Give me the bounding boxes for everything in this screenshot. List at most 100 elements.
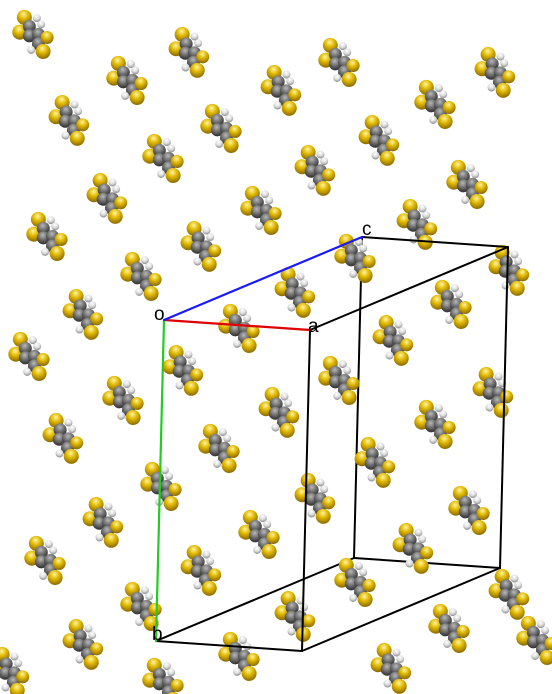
hydrogen-atom <box>418 204 427 213</box>
hydrogen-atom <box>307 509 316 518</box>
carbon-atom <box>369 125 383 139</box>
hydrogen-atom <box>99 209 108 218</box>
hydrogen-atom <box>414 528 423 537</box>
hydrogen-atom <box>280 392 289 401</box>
molecule <box>294 472 336 524</box>
cell-edge <box>353 236 363 559</box>
hydrogen-atom <box>392 648 401 657</box>
carbon-atom <box>210 113 224 127</box>
carbon-atom <box>92 516 106 530</box>
molecule <box>140 461 182 511</box>
carbon-atom <box>96 192 110 206</box>
hydrogen-atom <box>434 404 443 413</box>
hydrogen-atom <box>127 386 136 395</box>
sulfur-atom <box>189 62 205 78</box>
sulfur-atom <box>346 376 360 390</box>
sulfur-atom <box>241 337 257 353</box>
hydrogen-atom <box>64 418 73 427</box>
sulfur-atom <box>495 82 511 98</box>
carbon-atom <box>152 667 166 681</box>
hydrogen-atom <box>167 144 176 153</box>
molecule <box>120 581 162 631</box>
hydrogen-atom <box>494 372 503 381</box>
sulfur-atom <box>190 368 204 382</box>
hydrogen-atom <box>51 222 60 231</box>
hydrogen-atom <box>514 257 523 266</box>
molecule <box>240 185 282 235</box>
carbon-atom <box>380 662 394 676</box>
hydrogen-atom <box>316 478 325 487</box>
sulfur-atom <box>196 50 210 64</box>
hydrogen-atom <box>188 357 197 366</box>
sulfur-atom <box>83 654 99 670</box>
carbon-atom <box>364 456 378 470</box>
sulfur-atom <box>52 556 66 570</box>
hydrogen-atom <box>300 279 309 288</box>
hydrogen-atom <box>333 73 342 82</box>
hydrogen-atom <box>140 586 149 595</box>
sulfur-atom <box>241 665 257 681</box>
carbon-atom <box>304 164 318 178</box>
hydrogen-atom <box>23 367 32 376</box>
carbon-atom <box>407 209 421 223</box>
carbon-atom <box>271 75 285 89</box>
molecule <box>102 375 144 425</box>
hydrogen-atom <box>265 196 274 205</box>
hydrogen-atom <box>238 308 247 317</box>
hydrogen-atom <box>28 336 37 345</box>
sulfur-atom <box>49 245 65 261</box>
sulfur-atom <box>130 396 144 410</box>
cell-edge <box>499 246 509 569</box>
carbon-atom <box>403 533 417 547</box>
hydrogen-atom <box>463 521 472 530</box>
carbon-atom <box>438 613 452 627</box>
sulfur-atom <box>134 76 148 90</box>
hydrogen-atom <box>385 351 394 360</box>
sulfur-atom <box>143 615 159 631</box>
cell-edge <box>361 236 509 248</box>
molecule <box>334 233 376 283</box>
hydrogen-atom <box>253 545 262 554</box>
molecule <box>318 37 360 87</box>
hydrogen-atom <box>162 662 171 671</box>
hydrogen-atom <box>243 314 252 323</box>
molecule <box>472 366 514 418</box>
hydrogen-atom <box>165 472 174 481</box>
hydrogen-atom <box>445 315 454 324</box>
hydrogen-atom <box>233 667 242 676</box>
hydrogen-atom <box>450 284 459 293</box>
carbon-atom <box>526 625 540 639</box>
sulfur-atom <box>16 670 30 684</box>
sulfur-atom <box>288 88 302 102</box>
hydrogen-atom <box>316 150 325 159</box>
sulfur-atom <box>357 591 373 607</box>
hydrogen-atom <box>349 593 358 602</box>
hydrogen-atom <box>75 655 84 664</box>
hydrogen-atom <box>157 169 166 178</box>
sulfur-atom <box>295 302 311 318</box>
hydrogen-atom <box>238 636 247 645</box>
hydrogen-atom <box>485 403 494 412</box>
hydrogen-atom <box>320 485 329 494</box>
carbon-atom <box>284 286 298 300</box>
molecule <box>358 114 400 166</box>
sulfur-atom <box>83 324 99 340</box>
sulfur-atom <box>54 232 68 246</box>
molecule-layer <box>0 9 552 694</box>
carbon-atom <box>116 65 130 79</box>
sulfur-atom <box>539 649 552 665</box>
hydrogen-atom <box>41 247 50 256</box>
cell-edge <box>301 329 311 652</box>
molecule <box>448 485 490 535</box>
sulfur-atom <box>471 519 487 535</box>
hydrogen-atom <box>194 39 203 48</box>
sulfur-atom <box>110 520 124 534</box>
carbon-atom <box>365 447 379 461</box>
hydrogen-atom <box>68 425 77 434</box>
hydrogen-atom <box>338 42 347 51</box>
sulfur-atom <box>246 324 260 338</box>
molecule <box>168 26 210 78</box>
hydrogen-atom <box>500 59 509 68</box>
hydrogen-atom <box>140 256 149 265</box>
molecule <box>318 355 360 405</box>
